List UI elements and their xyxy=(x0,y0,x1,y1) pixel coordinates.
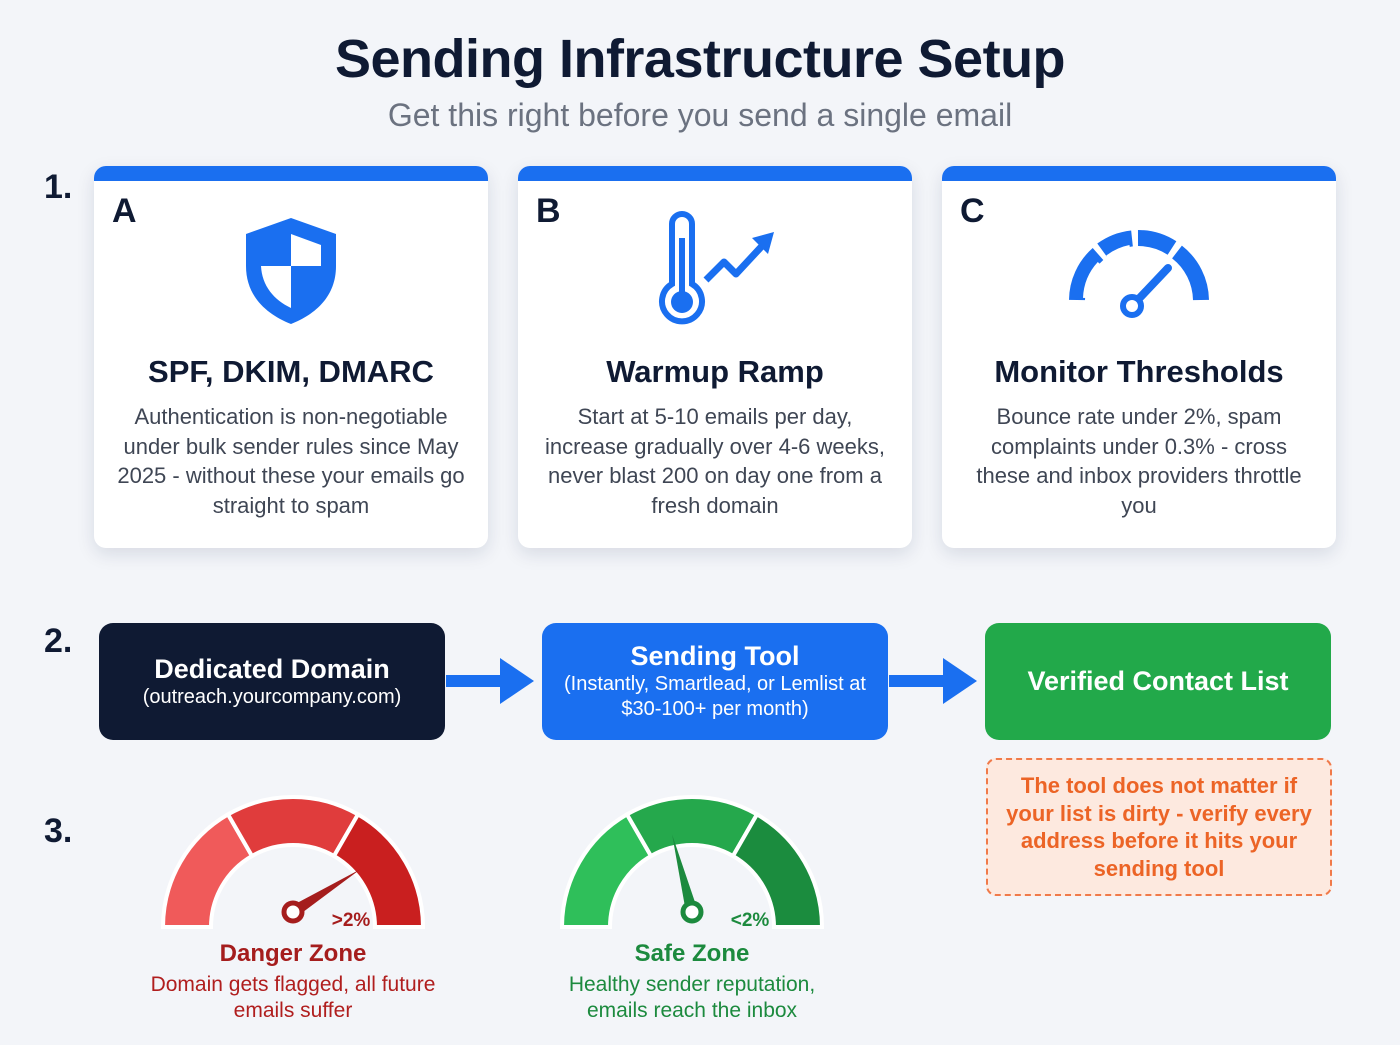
arrow-right-icon xyxy=(889,658,977,704)
card-thresholds: C Monitor Thresholds Bounce rate under 2… xyxy=(942,166,1336,548)
flow-title: Dedicated Domain xyxy=(154,653,390,684)
page-title: Sending Infrastructure Setup xyxy=(334,29,1066,89)
flow-box-sending-tool: Sending Tool (Instantly, Smartlead, or L… xyxy=(542,623,888,740)
card-accent-bar xyxy=(942,166,1336,181)
card-description: Bounce rate under 2%, spam complaints un… xyxy=(976,404,1302,518)
gauge-segment xyxy=(730,811,825,929)
step-number-3: 3. xyxy=(44,812,73,850)
card-accent-bar xyxy=(94,166,488,181)
gauge-threshold-label: <2% xyxy=(731,910,770,931)
page-subtitle: Get this right before you send a single … xyxy=(387,97,1013,133)
flow-box-contact-list: Verified Contact List xyxy=(985,623,1331,740)
gauge-title: Danger Zone xyxy=(219,940,367,967)
danger-gauge: >2% xyxy=(160,795,426,931)
card-title: SPF, DKIM, DMARC xyxy=(148,354,434,389)
card-warmup: B Warmup Ramp Start at 5-10 emails per d… xyxy=(518,166,912,548)
thermometer-trend-icon xyxy=(659,211,774,325)
gauge-needle xyxy=(289,869,361,918)
card-authentication: A SPF, DKIM, DMARC Authentication is non… xyxy=(94,166,488,548)
card-letter: C xyxy=(960,192,985,230)
card-title: Warmup Ramp xyxy=(606,354,824,389)
warning-text: The tool does not matter if your list is… xyxy=(1006,773,1312,881)
card-accent-bar xyxy=(518,166,912,181)
step-number-2: 2. xyxy=(44,622,73,660)
gauge-segment xyxy=(331,811,426,929)
safe-gauge: <2% xyxy=(559,795,825,931)
step-number-1: 1. xyxy=(44,168,73,206)
flow-title: Verified Contact List xyxy=(1027,666,1289,696)
gauge-description: Domain gets flagged, all future emails s… xyxy=(150,973,436,1022)
flow-box-domain: Dedicated Domain (outreach.yourcompany.c… xyxy=(99,623,445,740)
shield-icon xyxy=(246,218,336,324)
gauge-hub xyxy=(281,900,305,924)
card-description: Authentication is non-negotiable under b… xyxy=(117,404,465,518)
card-letter: A xyxy=(112,192,137,230)
card-letter: B xyxy=(536,192,561,230)
warning-callout: The tool does not matter if your list is… xyxy=(986,758,1332,896)
speedometer-icon xyxy=(1069,229,1209,318)
gauge-needle xyxy=(672,834,698,914)
gauge-hub xyxy=(680,900,704,924)
gauge-title: Safe Zone xyxy=(634,940,750,967)
gauge-threshold-label: >2% xyxy=(332,910,371,931)
arrow-right-icon xyxy=(446,658,534,704)
card-description: Start at 5-10 emails per day, increase g… xyxy=(545,404,885,518)
flow-subtitle: (Instantly, Smartlead, or Lemlist at $30… xyxy=(564,673,866,720)
card-title: Monitor Thresholds xyxy=(994,354,1284,389)
flow-subtitle: (outreach.yourcompany.com) xyxy=(142,685,402,708)
gauge-description: Healthy sender reputation, emails reach … xyxy=(568,973,816,1022)
flow-title: Sending Tool xyxy=(630,641,800,671)
